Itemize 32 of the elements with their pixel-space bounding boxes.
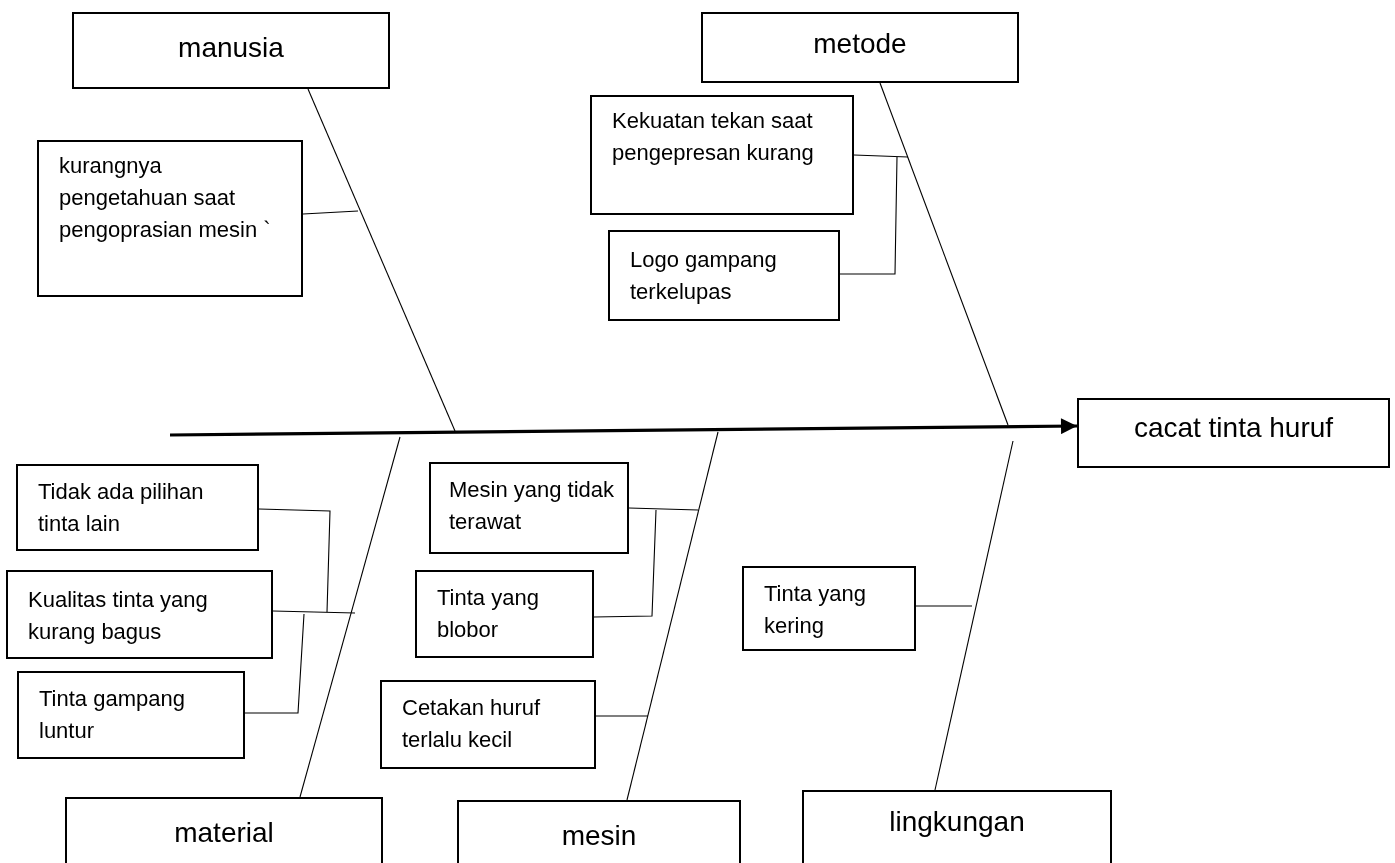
branch-line <box>272 610 356 614</box>
cause-box: Tinta yang kering <box>742 566 916 651</box>
cause-box: Logo gampang terkelupas <box>608 230 840 321</box>
branch-line <box>302 210 359 215</box>
branch-line <box>593 509 657 618</box>
branch-line <box>934 440 1014 791</box>
branch-line <box>595 715 649 717</box>
branch-line <box>879 82 1009 426</box>
cause-box: Cetakan huruf terlalu kecil <box>380 680 596 769</box>
cause-box: Tidak ada pilihan tinta lain <box>16 464 259 551</box>
cause-box: Kekuatan tekan saat pengepresan kurang <box>590 95 854 215</box>
branch-line <box>307 88 456 432</box>
branch-line <box>628 507 699 511</box>
category-box: cacat tinta huruf <box>1077 398 1390 468</box>
cause-box: Tinta gampang luntur <box>17 671 245 759</box>
category-box: manusia <box>72 12 390 89</box>
branch-line <box>853 154 909 158</box>
cause-box: Tinta yang blobor <box>415 570 594 658</box>
branch-line <box>915 605 973 607</box>
branch-line <box>839 156 898 275</box>
category-box: metode <box>701 12 1019 83</box>
branch-line <box>244 613 305 714</box>
branch-line <box>299 436 401 798</box>
category-box: material <box>65 797 383 863</box>
branch-line <box>626 431 719 801</box>
cause-box: Kualitas tinta yang kurang bagus <box>6 570 273 659</box>
category-box: mesin <box>457 800 741 863</box>
branch-line <box>258 508 331 613</box>
cause-box: kurangnya pengetahuan saat pengoprasian mesin ` <box>37 140 303 297</box>
category-box: lingkungan <box>802 790 1112 863</box>
cause-box: Mesin yang tidak terawat <box>429 462 629 554</box>
arrow <box>170 418 1077 437</box>
